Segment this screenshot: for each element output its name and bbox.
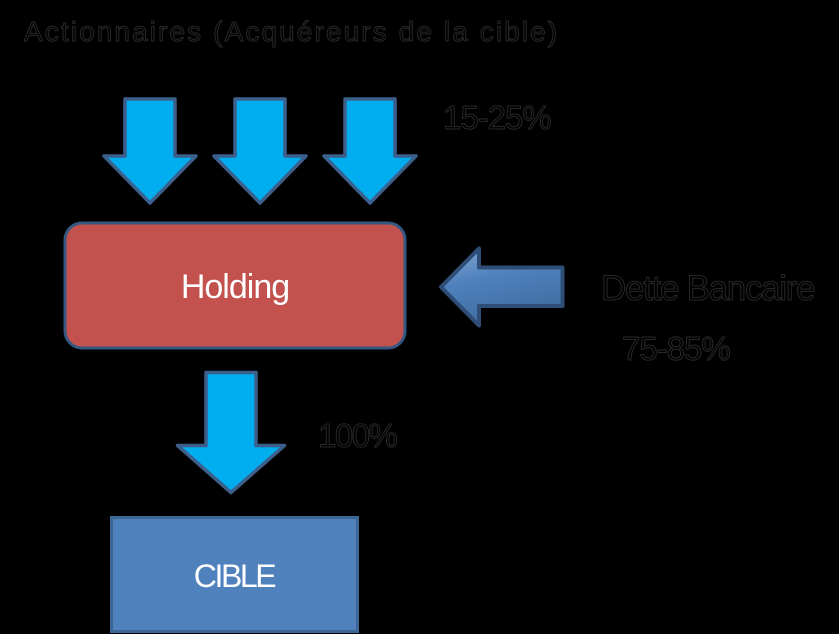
cible-node bbox=[110, 516, 359, 633]
debt-arrow bbox=[439, 246, 565, 328]
diagram-title: Actionnaires (Acquéreurs de la cible) bbox=[23, 15, 560, 47]
equity-arrow-1 bbox=[102, 97, 198, 205]
equity-arrow-3 bbox=[322, 97, 418, 205]
debt-percentage-label: 75-85% bbox=[622, 329, 732, 367]
equity-percentage-label: 15-25% bbox=[443, 99, 553, 136]
equity-arrow-2 bbox=[212, 97, 308, 205]
debt-name-label: Dette Bancaire bbox=[600, 268, 816, 308]
ownership-percentage-label: 100% bbox=[317, 416, 398, 454]
holding-node bbox=[63, 221, 407, 350]
ownership-arrow bbox=[175, 370, 287, 495]
cible-node-label: CIBLE bbox=[193, 558, 277, 594]
holding-node-label: Holding bbox=[180, 268, 290, 306]
